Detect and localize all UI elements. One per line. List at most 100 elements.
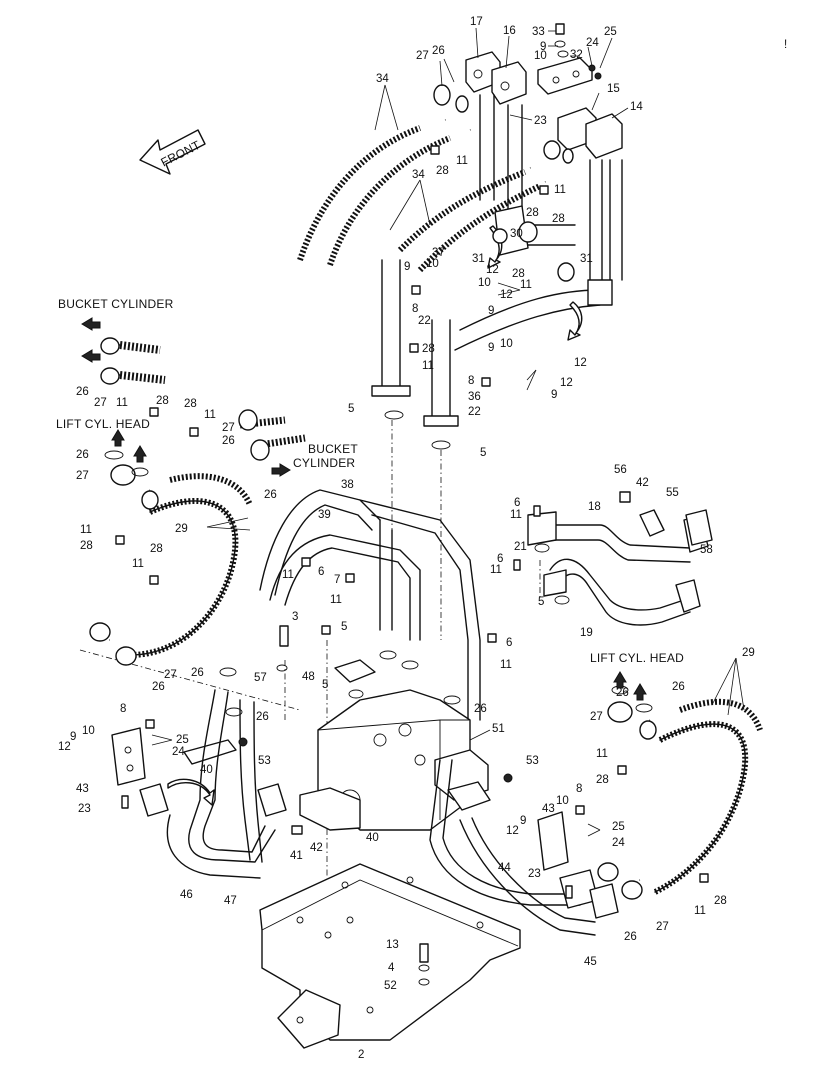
callout-23: 23 (534, 115, 547, 127)
callout-18: 18 (588, 501, 601, 513)
fittings (89, 23, 709, 986)
corner-mark: ! (784, 39, 787, 51)
callout-15: 15 (607, 83, 620, 95)
callout-29: 29 (742, 647, 755, 659)
callout-11: 11 (422, 360, 434, 372)
callout-29: 29 (175, 523, 188, 535)
callout-25: 25 (604, 26, 617, 38)
callout-12: 12 (574, 357, 587, 369)
base-plate-2 (259, 863, 521, 1049)
callout-39: 39 (318, 509, 331, 521)
callout-10: 10 (478, 277, 491, 289)
callout-57: 57 (254, 672, 267, 684)
callout-28: 28 (80, 540, 93, 552)
bracket-32 (537, 57, 593, 95)
block-14-15 (557, 107, 623, 159)
callout-42: 42 (310, 842, 323, 854)
caption-bucket-cylinder: BUCKET CYLINDER (58, 297, 174, 311)
callout-6: 6 (514, 497, 520, 509)
callout-26: 26 (191, 667, 204, 679)
callout-27: 27 (164, 669, 177, 681)
callout-12: 12 (58, 741, 71, 753)
callout-27: 27 (590, 711, 603, 723)
bracket-40 (183, 739, 361, 831)
callout-11: 11 (596, 748, 608, 760)
callout-24: 24 (612, 837, 625, 849)
callout-11: 11 (694, 905, 706, 917)
callout-26: 26 (624, 931, 637, 943)
callout-8: 8 (412, 303, 418, 315)
vertical-tubes (371, 94, 623, 427)
callout-52: 52 (384, 980, 397, 992)
valve-cover-48 (334, 659, 376, 683)
callout-19: 19 (580, 627, 593, 639)
callout-8: 8 (576, 783, 582, 795)
callout-58: 58 (700, 544, 713, 556)
callout-27: 27 (656, 921, 669, 933)
callout-33: 33 (532, 26, 545, 38)
callout-9: 9 (488, 342, 494, 354)
callout-8: 8 (120, 703, 126, 715)
callout-34: 34 (412, 169, 425, 181)
front-arrow-icon: FRONT (139, 129, 206, 175)
callout-28: 28 (714, 895, 727, 907)
caption-lift-cyl-head: LIFT CYL. HEAD (56, 417, 150, 431)
block-16 (491, 61, 527, 105)
callout-27: 27 (222, 422, 235, 434)
callout-9: 9 (70, 731, 76, 743)
callout-5: 5 (480, 447, 486, 459)
callout-40: 40 (366, 832, 379, 844)
callout-53: 53 (258, 755, 271, 767)
callout-12: 12 (506, 825, 519, 837)
callout-9: 9 (520, 815, 526, 827)
callout-26: 26 (256, 711, 269, 723)
callout-10: 10 (82, 725, 95, 737)
callout-36: 36 (468, 391, 481, 403)
callout-7: 7 (334, 574, 340, 586)
callout-25: 25 (176, 734, 189, 746)
callout-10: 10 (534, 50, 547, 62)
callout-8: 8 (468, 375, 474, 387)
callout-12: 12 (560, 377, 573, 389)
callout-56: 56 (614, 464, 627, 476)
callout-11: 11 (204, 409, 216, 421)
callout-11: 11 (330, 594, 342, 606)
tube-19 (543, 558, 701, 626)
tube-44-45 (429, 759, 596, 936)
callout-41: 41 (290, 850, 303, 862)
callout-26: 26 (76, 449, 89, 461)
callout-5: 5 (341, 621, 347, 633)
callout-31: 31 (472, 253, 485, 265)
callout-43: 43 (76, 783, 89, 795)
callout-37: 37 (432, 247, 445, 259)
callout-26: 26 (222, 435, 235, 447)
tube-18 (527, 511, 709, 563)
callout-10: 10 (556, 795, 569, 807)
callout-22: 22 (418, 315, 431, 327)
callout-17: 17 (470, 16, 483, 28)
callout-5: 5 (348, 403, 354, 415)
callout-44: 44 (498, 862, 511, 874)
callout-11: 11 (80, 524, 92, 536)
callout-26: 26 (474, 703, 487, 715)
right-lift-hose-loop (639, 693, 768, 895)
callout-9: 9 (404, 261, 410, 273)
callout-55: 55 (666, 487, 679, 499)
callout-26: 26 (672, 681, 685, 693)
callout-11: 11 (500, 659, 512, 671)
callout-22: 22 (468, 406, 481, 418)
callout-11: 11 (282, 569, 294, 581)
fitting-58 (685, 509, 713, 546)
callout-6: 6 (497, 553, 503, 565)
callout-23: 23 (78, 803, 91, 815)
upper-hose-pair (119, 116, 472, 384)
bracket-55 (639, 509, 665, 537)
callout-11: 11 (132, 558, 144, 570)
callout-23: 23 (528, 868, 541, 880)
callout-28: 28 (552, 213, 565, 225)
callout-28: 28 (512, 268, 525, 280)
callout-6: 6 (506, 637, 512, 649)
callout-28: 28 (526, 207, 539, 219)
callout-21: 21 (514, 541, 527, 553)
caption-bucket: BUCKET (308, 442, 358, 456)
